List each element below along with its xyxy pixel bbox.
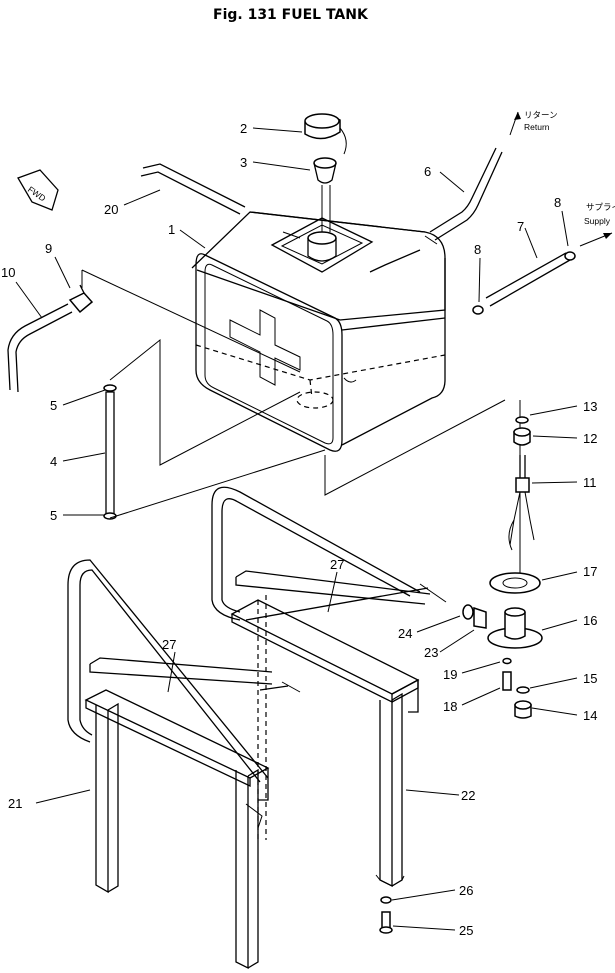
callout-5-top: 5 [50, 398, 57, 413]
callout-numbers: 2 3 1 20 6 7 8 8 9 10 5 4 5 13 12 11 17 … [1, 121, 597, 938]
callout-21: 21 [8, 796, 22, 811]
callout-11: 11 [583, 475, 597, 490]
gauge-tube [103, 384, 117, 520]
callout-12: 12 [583, 431, 597, 446]
callout-25: 25 [459, 923, 473, 938]
callout-19: 19 [443, 667, 457, 682]
fuel-cap [304, 113, 347, 155]
return-hose [369, 147, 503, 273]
fasteners [502, 657, 532, 719]
callout-14: 14 [583, 708, 597, 723]
bracket-bolt [379, 896, 393, 934]
callout-5-bottom: 5 [50, 508, 57, 523]
supply-arrow: サプライ Supply [579, 202, 615, 247]
callout-7: 7 [517, 219, 524, 234]
callout-13: 13 [583, 399, 597, 414]
callout-6: 6 [424, 164, 431, 179]
callout-10: 10 [1, 265, 15, 280]
supply-en-label: Supply [584, 216, 611, 226]
strap-nut [462, 604, 487, 629]
callout-27-front: 27 [162, 637, 176, 652]
callout-24: 24 [398, 626, 412, 641]
callout-23: 23 [424, 645, 438, 660]
return-jp-label: リターン [524, 110, 558, 120]
callout-22: 22 [461, 788, 475, 803]
supply-jp-label: サプライ [586, 202, 615, 212]
callout-26: 26 [459, 883, 473, 898]
mounting-flange [489, 572, 541, 594]
callout-2: 2 [240, 121, 247, 136]
filler-neck [270, 185, 374, 273]
callout-18: 18 [443, 699, 457, 714]
callout-3: 3 [240, 155, 247, 170]
strainer [313, 157, 337, 184]
callout-27-rear: 27 [330, 557, 344, 572]
callout-9: 9 [45, 241, 52, 256]
callout-1: 1 [168, 222, 175, 237]
fwd-label: FWD [26, 184, 48, 203]
fuel-tank [191, 211, 446, 452]
tie-rods [245, 583, 447, 693]
callout-8-right: 8 [554, 195, 561, 210]
fuel-gauge-sender [508, 416, 535, 551]
callout-20: 20 [104, 202, 118, 217]
return-arrow: リターン Return [509, 110, 558, 136]
sender-housing [487, 607, 543, 649]
rear-bracket [211, 486, 431, 888]
return-en-label: Return [524, 122, 550, 132]
callout-4: 4 [50, 454, 57, 469]
callout-17: 17 [583, 564, 597, 579]
front-bracket [67, 559, 273, 970]
callout-15: 15 [583, 671, 597, 686]
forward-arrow: FWD [17, 169, 59, 211]
figure-title: Fig. 131 FUEL TANK [213, 7, 369, 23]
projection-lines [81, 269, 521, 580]
callout-16: 16 [583, 613, 597, 628]
drain-valve [7, 284, 94, 393]
callout-8-left: 8 [474, 242, 481, 257]
breather-tube [140, 163, 301, 239]
supply-tube [472, 251, 576, 315]
callout-leaders [15, 127, 578, 931]
